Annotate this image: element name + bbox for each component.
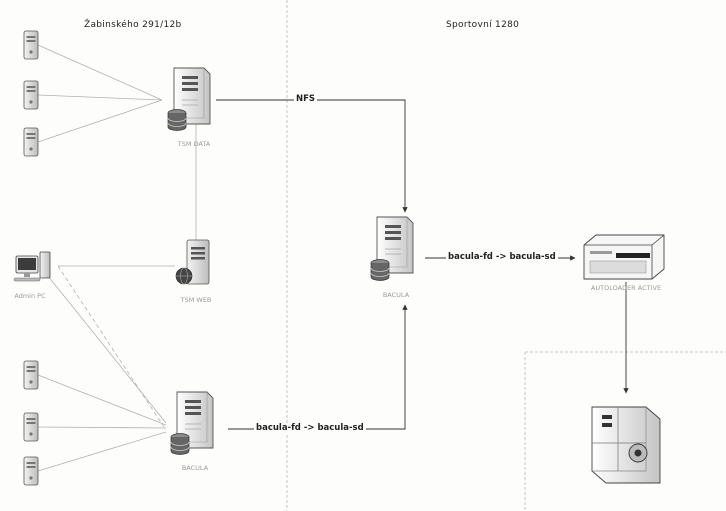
bacula-bottom-label: BACULA: [181, 464, 209, 472]
database-icon: [370, 259, 390, 281]
backup-links: [216, 99, 629, 430]
bacula-link-label-bottom: bacula-fd -> bacula-sd: [254, 423, 366, 433]
database-icon: [170, 433, 190, 455]
zone-title-left: Žabinského 291/12b: [84, 20, 182, 30]
client-server-icon: [23, 360, 39, 390]
database-icon: [167, 109, 187, 131]
client-server-icon: [23, 456, 39, 486]
tape-library-icon: [583, 234, 665, 280]
workstation-icon: [13, 251, 51, 282]
nfs-label: NFS: [294, 94, 318, 104]
zone-title-right: Sportovní 1280: [446, 20, 520, 30]
tsm-data-label: TSM DATA: [177, 140, 211, 148]
client-links: [37, 44, 197, 472]
bacula-center-label: BACULA: [382, 291, 410, 299]
admin-pc-label: Admin PC: [14, 292, 46, 300]
globe-icon: [175, 267, 193, 285]
tsm-web-label: TSM WEB: [180, 296, 212, 304]
tape-library-label: AUTOLOADER ACTIVE: [590, 284, 662, 292]
tsm-web-server-icon: [186, 239, 210, 285]
client-server-icon: [23, 127, 39, 157]
client-server-icon: [23, 30, 39, 60]
admin-dashed-link: [57, 265, 167, 431]
client-server-icon: [23, 412, 39, 442]
bacula-link-label-top: bacula-fd -> bacula-sd: [446, 252, 558, 262]
client-server-icon: [23, 80, 39, 110]
vault-safe-icon: [591, 406, 661, 484]
